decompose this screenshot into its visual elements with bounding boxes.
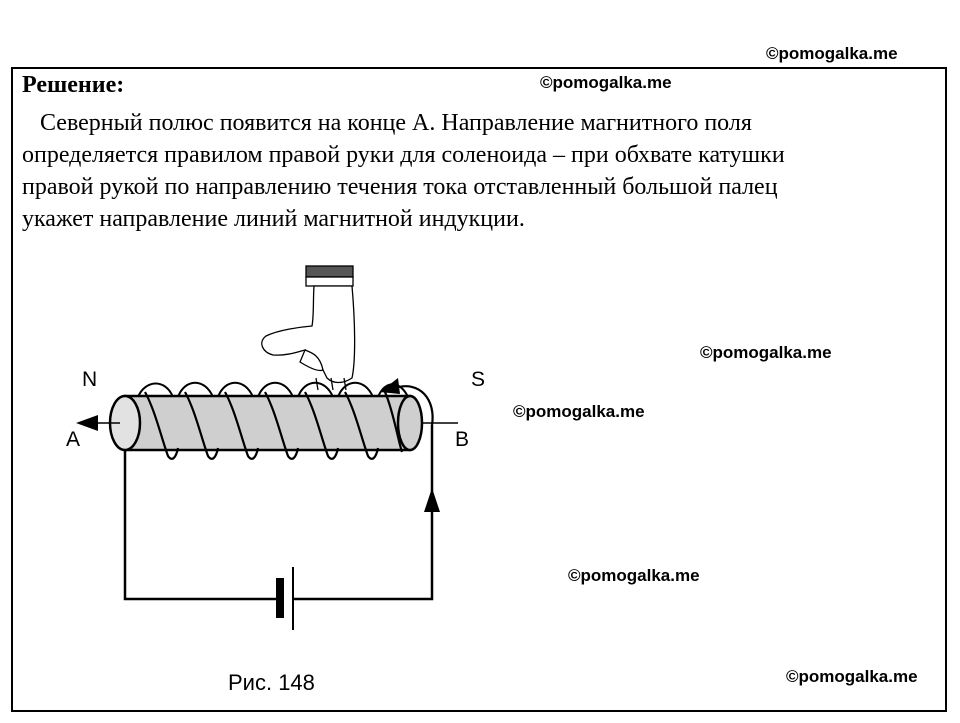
- watermark-lower: ©pomogalka.me: [568, 566, 700, 585]
- pole-label-s: S: [471, 368, 486, 391]
- figure-caption: Рис. 148: [228, 670, 315, 695]
- pole-label-n: N: [82, 368, 98, 391]
- hand-outline: [261, 285, 356, 384]
- watermark-figure: ©pomogalka.me: [513, 402, 645, 421]
- paragraph-line: определяется правилом правой руки для со…: [22, 142, 785, 168]
- coil-front-windings: [144, 385, 434, 460]
- watermark-middle-right: ©pomogalka.me: [700, 343, 832, 362]
- paragraph-line: Северный полюс появится на конце А. Напр…: [40, 110, 752, 136]
- paragraph-line: правой рукой по направлению течения тока…: [22, 174, 778, 200]
- end-label-b: B: [455, 428, 470, 451]
- right-hand-illustration: [261, 265, 356, 391]
- circuit-wires: [123, 425, 434, 601]
- magnetic-field-arrow: [76, 415, 98, 431]
- coil-current-arrow: [380, 378, 400, 394]
- watermark-top-right: ©pomogalka.me: [766, 44, 898, 63]
- end-label-a: A: [66, 428, 81, 451]
- solution-heading: Решение:: [22, 72, 125, 98]
- battery-icon: [276, 567, 294, 630]
- watermark-header: ©pomogalka.me: [540, 73, 672, 92]
- watermark-bottom-right: ©pomogalka.me: [786, 667, 918, 686]
- paragraph-line: укажет направление линий магнитной индук…: [22, 206, 525, 232]
- thumbnail-light-band: [305, 276, 354, 287]
- solution-paragraph: Северный полюс появится на конце А. Напр…: [22, 107, 922, 235]
- solution-frame: [11, 67, 947, 712]
- wire-current-arrow: [424, 488, 440, 512]
- thumbnail-dark-band: [305, 265, 354, 278]
